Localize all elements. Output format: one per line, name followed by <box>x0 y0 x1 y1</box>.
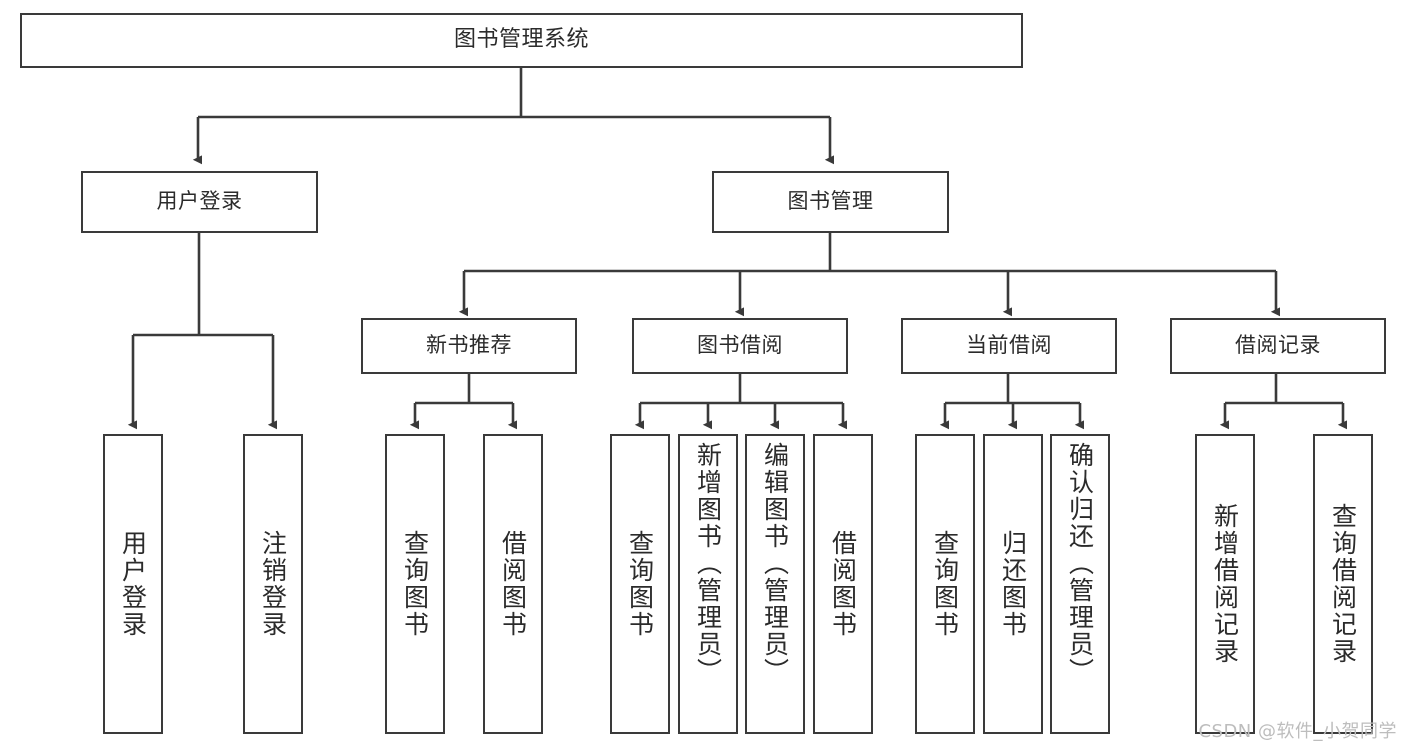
leaf-user-login-logout[interactable]: 注销登录 <box>243 434 303 734</box>
node-root-system-label: 图书管理系统 <box>453 27 589 53</box>
leaf-record-add[interactable]: 新增借阅记录 <box>1195 434 1255 734</box>
leaf-user-login-logout-label: 注销登录 <box>258 530 288 638</box>
node-current-borrow[interactable]: 当前借阅 <box>901 318 1117 374</box>
node-user-login[interactable]: 用户登录 <box>81 171 318 233</box>
node-borrow-record[interactable]: 借阅记录 <box>1170 318 1386 374</box>
node-book-borrow-label: 图书借阅 <box>697 333 783 358</box>
leaf-new-book-query-label: 查询图书 <box>400 530 430 638</box>
leaf-current-return-book[interactable]: 归还图书 <box>983 434 1043 734</box>
leaf-borrow-edit-book[interactable]: 编辑图书（管理员） <box>745 434 805 734</box>
node-book-borrow[interactable]: 图书借阅 <box>632 318 848 374</box>
leaf-new-book-borrow[interactable]: 借阅图书 <box>483 434 543 734</box>
leaf-current-return-book-label: 归还图书 <box>998 530 1028 638</box>
leaf-current-confirm-return-label: 确认归还（管理员） <box>1065 442 1095 685</box>
leaf-borrow-query-book-label: 查询图书 <box>625 530 655 638</box>
node-new-book-recommend[interactable]: 新书推荐 <box>361 318 577 374</box>
csdn-watermark: CSDN @软件_小贺同学 <box>1198 721 1397 742</box>
leaf-borrow-add-book[interactable]: 新增图书（管理员） <box>678 434 738 734</box>
node-current-borrow-label: 当前借阅 <box>966 333 1052 358</box>
node-user-login-label: 用户登录 <box>156 189 243 214</box>
node-book-management-label: 图书管理 <box>787 189 874 214</box>
node-book-management[interactable]: 图书管理 <box>712 171 949 233</box>
leaf-borrow-borrow-book[interactable]: 借阅图书 <box>813 434 873 734</box>
leaf-borrow-edit-book-label: 编辑图书（管理员） <box>760 442 790 685</box>
leaf-user-login-login-label: 用户登录 <box>118 530 148 638</box>
leaf-user-login-login[interactable]: 用户登录 <box>103 434 163 734</box>
node-root-system[interactable]: 图书管理系统 <box>20 13 1023 68</box>
leaf-record-query[interactable]: 查询借阅记录 <box>1313 434 1373 734</box>
leaf-new-book-query[interactable]: 查询图书 <box>385 434 445 734</box>
leaf-borrow-query-book[interactable]: 查询图书 <box>610 434 670 734</box>
leaf-borrow-borrow-book-label: 借阅图书 <box>828 530 858 638</box>
leaf-borrow-add-book-label: 新增图书（管理员） <box>693 442 723 685</box>
leaf-current-query-book-label: 查询图书 <box>930 530 960 638</box>
leaf-current-confirm-return[interactable]: 确认归还（管理员） <box>1050 434 1110 734</box>
node-borrow-record-label: 借阅记录 <box>1235 333 1321 358</box>
leaf-new-book-borrow-label: 借阅图书 <box>498 530 528 638</box>
leaf-record-add-label: 新增借阅记录 <box>1210 503 1240 665</box>
leaf-record-query-label: 查询借阅记录 <box>1328 503 1358 665</box>
leaf-current-query-book[interactable]: 查询图书 <box>915 434 975 734</box>
node-new-book-recommend-label: 新书推荐 <box>426 333 512 358</box>
